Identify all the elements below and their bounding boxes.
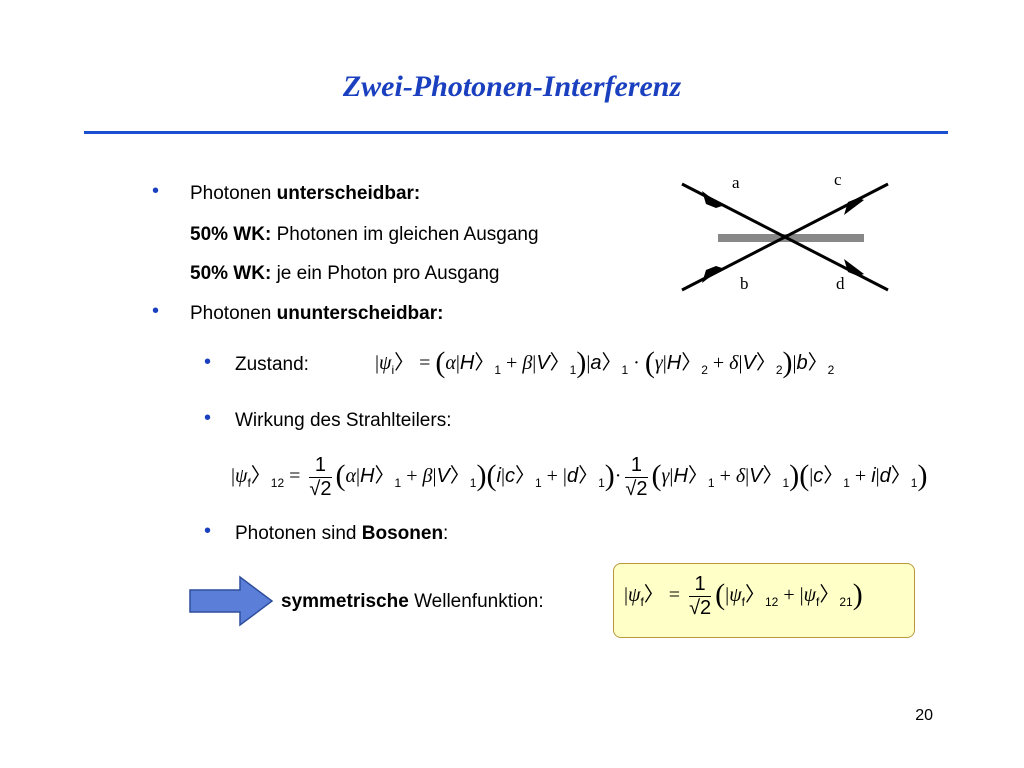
bosons-suffix: : <box>443 523 449 544</box>
title-divider <box>84 131 948 134</box>
bullet-bold: unterscheidbar: <box>276 183 421 204</box>
sub-bullet-dot: • <box>204 351 212 373</box>
beamsplitter-diagram: a c b d <box>681 170 889 293</box>
probability-line-same-output: 50% WK: Photonen im gleichen Ausgang <box>190 224 539 246</box>
label-a: a <box>732 173 740 192</box>
sub-bullet-dot: • <box>204 407 212 429</box>
slide-title: Zwei-Photonen-Interferenz <box>342 70 682 103</box>
symmetric-wavefunction-equation: |ψf〉 = 1√2(|ψf〉12 + |ψf〉21) <box>624 573 863 619</box>
initial-state-equation: |ψi〉 = (α|H〉1 + β|V〉1)|a〉1 · (γ|H〉2 + δ|… <box>375 346 835 379</box>
probability-text: Photonen im gleichen Ausgang <box>271 224 539 245</box>
probability-line-each-output: 50% WK: je ein Photon pro Ausgang <box>190 263 499 285</box>
probability-label: 50% WK: <box>190 263 272 284</box>
label-c: c <box>834 170 842 189</box>
beamsplitter-plate <box>718 234 864 242</box>
bosons-statement: Photonen sind Bosonen: <box>235 523 448 545</box>
bullet-bold: ununterscheidbar: <box>276 303 444 324</box>
sub-bullet-dot: • <box>204 520 212 542</box>
label-b: b <box>740 274 749 293</box>
beamsplitter-equation: |ψf〉12 = 1√2(α|H〉1 + β|V〉1)(i|c〉1 + |d〉1… <box>231 454 928 500</box>
bullet-text: Photonen <box>190 303 277 324</box>
bullet-dot: • <box>152 300 160 322</box>
bullet-distinguishable: Photonen unterscheidbar: <box>190 183 420 205</box>
page-number: 20 <box>915 707 933 724</box>
bosons-text: Photonen sind <box>235 523 362 544</box>
label-d: d <box>836 274 845 293</box>
bullet-indistinguishable: Photonen ununterscheidbar: <box>190 303 443 325</box>
bullet-dot: • <box>152 180 160 202</box>
arrowhead-a <box>702 191 722 208</box>
arrowhead-d <box>844 259 864 276</box>
symmetric-wavefunction-label: symmetrische Wellenfunktion: <box>281 591 544 613</box>
symmetric-bold: symmetrische <box>281 591 409 612</box>
beamsplitter-effect-label: Wirkung des Strahlteilers: <box>235 410 452 431</box>
wavefunction-text: Wellenfunktion: <box>408 591 544 612</box>
right-arrow-icon <box>189 575 274 627</box>
bullet-text: Photonen <box>190 183 277 204</box>
bosons-bold: Bosonen <box>361 523 444 544</box>
probability-label: 50% WK: <box>190 224 272 245</box>
state-label: Zustand: <box>235 354 309 375</box>
probability-text: je ein Photon pro Ausgang <box>271 263 500 284</box>
arrowhead-b <box>702 266 722 283</box>
arrowhead-c <box>844 198 864 215</box>
symmetric-wavefunction-box <box>613 563 915 638</box>
